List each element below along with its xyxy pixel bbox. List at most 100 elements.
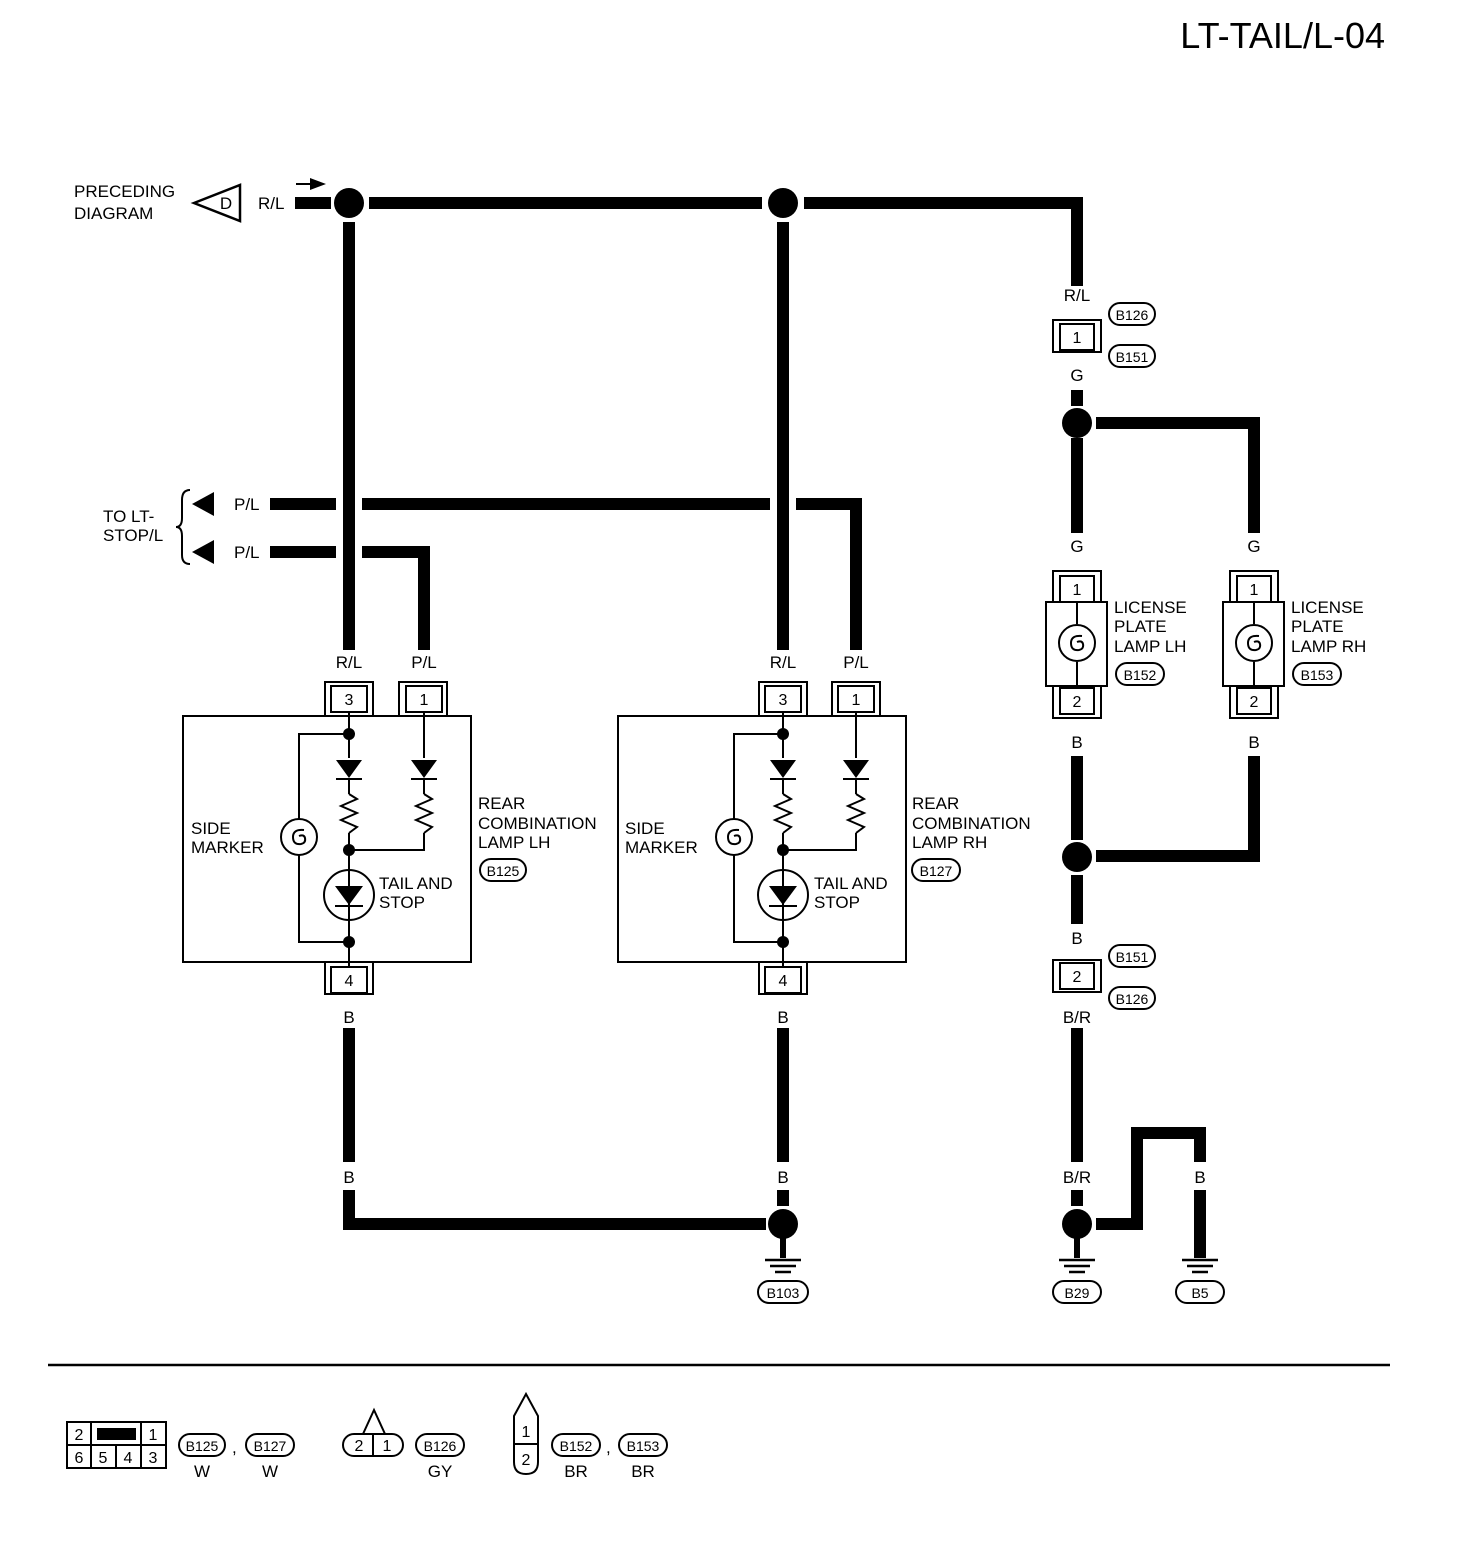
diode-icon	[843, 760, 869, 780]
splices	[334, 188, 1092, 1239]
pin-number: 2	[355, 1438, 364, 1455]
connector-tag	[479, 858, 527, 882]
ground-id: B5	[1191, 1285, 1208, 1301]
license-lamp-bulb-icon	[1235, 624, 1273, 662]
wire-color-label: B/R	[1063, 1168, 1091, 1187]
wire-color-label: B	[777, 1008, 788, 1027]
wire-color-label: B	[1131, 1168, 1142, 1187]
connector-pin	[1059, 962, 1095, 990]
pin-number: 3	[779, 692, 788, 709]
component-name-2: COMBINATION	[478, 814, 597, 833]
connector-id: B127	[254, 1438, 287, 1454]
splice-dot	[1062, 408, 1092, 438]
resistor-icon	[772, 793, 794, 834]
component-name-3: LAMP RH	[912, 833, 987, 852]
pin-number: 2	[75, 1427, 84, 1444]
pin-number: 1	[522, 1424, 531, 1441]
wire-color-label: B	[777, 1168, 788, 1187]
pin-number: 4	[124, 1450, 133, 1467]
ground-icon	[1182, 1258, 1218, 1274]
connector-tag	[1175, 1280, 1225, 1304]
ground-id: B29	[1065, 1285, 1090, 1301]
ground-id: B103	[767, 1285, 800, 1301]
component-name-1: LICENSE	[1291, 598, 1364, 617]
component-name-3: LAMP LH	[1114, 637, 1186, 656]
connector-pin	[1059, 323, 1095, 351]
preceding-arrow-icon	[190, 183, 242, 223]
connector-tag	[1115, 662, 1165, 686]
connector-id: B125	[487, 863, 520, 879]
stop-arrow-icon-1	[192, 492, 214, 516]
wire-color-label: R/L	[770, 653, 796, 672]
side-marker-label-2: MARKER	[625, 838, 698, 857]
connector-tag	[618, 1433, 668, 1457]
ground-icon	[765, 1258, 801, 1274]
connector-color: GY	[428, 1462, 453, 1481]
pin-number: 1	[1250, 582, 1259, 599]
current-flow-arrow-icon	[296, 178, 326, 190]
license-branch: R/L 1 B126 B151 G B 2 B151 B126 B/R	[1052, 286, 1156, 1027]
wire-color-label: B	[1071, 733, 1082, 752]
license-plate-lamp-lh: G 1 2 B LICENSE PLATE LAMP LH B152	[1045, 537, 1187, 752]
wire-color-label: B	[1194, 1168, 1205, 1187]
diode-icon	[770, 760, 796, 780]
pin-number: 1	[149, 1427, 158, 1444]
pin-number: 3	[149, 1450, 158, 1467]
connector-tag	[911, 858, 961, 882]
connector-tag	[757, 1280, 809, 1304]
connector-pin	[764, 966, 802, 994]
pin-number: 1	[383, 1438, 392, 1455]
wire-color-label: B	[343, 1008, 354, 1027]
tail-stop-led-icon	[323, 869, 375, 921]
legend-separator: ,	[232, 1438, 237, 1457]
component-name-2: COMBINATION	[912, 814, 1031, 833]
connector-pin	[1236, 575, 1272, 603]
pin-number: 6	[75, 1450, 84, 1467]
wire-color-label: B	[343, 1168, 354, 1187]
connector-pin	[330, 966, 368, 994]
diode-icon	[336, 760, 362, 780]
connector-id: B127	[920, 863, 953, 879]
wire-color-label: B	[1248, 733, 1259, 752]
connector-tag	[1108, 986, 1156, 1010]
connector-id: B153	[1301, 667, 1334, 683]
diode-icon	[411, 760, 437, 780]
side-marker-label-1: SIDE	[625, 819, 665, 838]
side-marker-bulb-icon	[715, 818, 753, 856]
preceding-wire-color: R/L	[258, 194, 284, 213]
connector-tag	[178, 1433, 226, 1457]
connector-face-6pin: 2 1 6 5 4 3	[66, 1421, 167, 1469]
connector-color: BR	[631, 1462, 655, 1481]
connector-face-2pin: 2 1	[342, 1407, 404, 1457]
connector-tag	[415, 1433, 465, 1457]
wire-color-label: G	[1070, 366, 1083, 385]
license-plate-lamp-rh: G 1 2 B LICENSE PLATE LAMP RH B153	[1222, 537, 1366, 752]
connector-pin	[1059, 687, 1095, 715]
tail-stop-label-1: TAIL AND	[814, 874, 888, 893]
pin-number: 1	[1073, 582, 1082, 599]
component-name-1: REAR	[912, 794, 959, 813]
pin-number: 2	[1073, 694, 1082, 711]
connector-id: B152	[560, 1438, 593, 1454]
tail-stop-led-icon	[757, 869, 809, 921]
connector-tag	[1108, 302, 1156, 326]
connector-id: B151	[1116, 349, 1149, 365]
wire-color-label: B	[1071, 929, 1082, 948]
connector-tag	[551, 1433, 601, 1457]
legend-separator: ,	[606, 1438, 611, 1457]
connector-tag	[1292, 662, 1342, 686]
connector-face-vertical-2pin: 1 2	[513, 1391, 539, 1476]
connector-legend: 2 1 6 5 4 3 B125 , B127 W W 2 1 B126 GY …	[66, 1391, 668, 1481]
tail-stop-label-1: TAIL AND	[379, 874, 453, 893]
connector-color: BR	[564, 1462, 588, 1481]
component-name-1: LICENSE	[1114, 598, 1187, 617]
preceding-label-2: DIAGRAM	[74, 204, 153, 223]
tail-stop-label-2: STOP	[379, 893, 425, 912]
resistor-icon	[413, 793, 435, 834]
splice-dot	[334, 188, 364, 218]
grounds-right: B/R B B B29 B5	[1052, 1168, 1225, 1304]
connector-id: B152	[1124, 667, 1157, 683]
connector-tag	[1052, 1280, 1102, 1304]
connector-id: B151	[1116, 949, 1149, 965]
splice-dot	[1062, 1209, 1092, 1239]
